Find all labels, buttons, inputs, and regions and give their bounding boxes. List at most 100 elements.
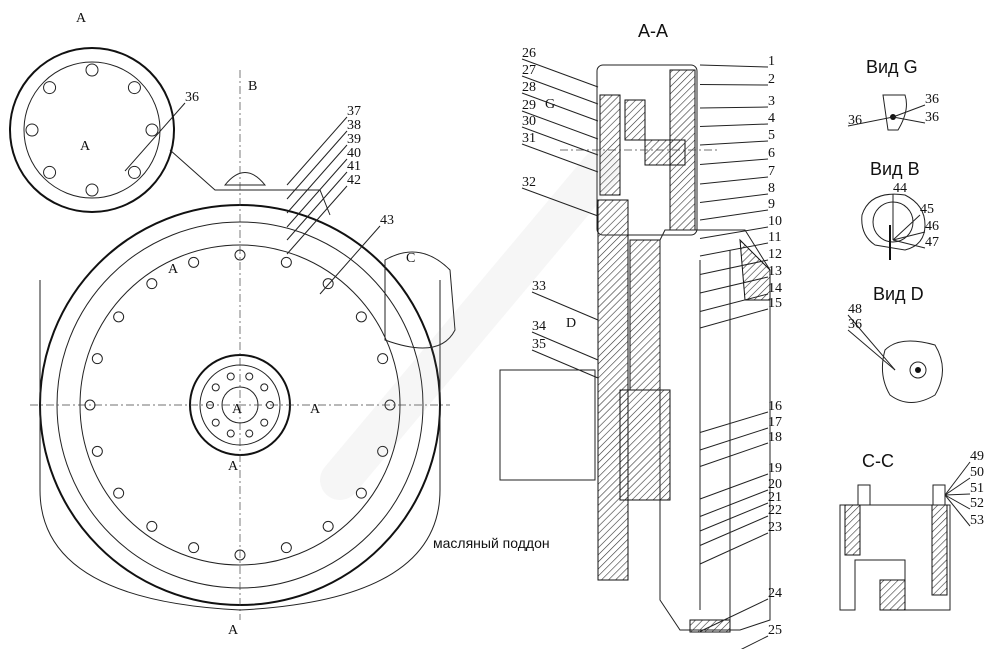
part-number-callout: 46 [925,219,939,234]
leader-line [521,126,599,156]
leader-line [699,242,769,257]
part-number-callout: 38 [347,118,361,133]
leader-line [892,214,921,241]
leader-line [892,231,926,241]
mark-a: A [168,262,179,277]
part-number-callout: 14 [768,281,782,296]
leader-line [944,493,971,496]
bolt-hole [211,383,220,392]
leader-line [699,502,769,532]
leader-line [944,477,971,496]
part-number-callout: 47 [925,235,939,250]
part-number-callout: 3 [768,94,775,109]
leader-line [699,158,769,165]
leader-line [699,193,769,203]
bolt-hole [280,256,292,268]
part-number-callout: 27 [522,63,536,78]
part-number-callout: 8 [768,181,775,196]
part-number-callout: 1 [768,54,775,69]
leader-line [319,225,381,295]
leader-line [699,293,769,312]
view-d-title: Вид D [873,284,924,304]
leader-line [521,58,599,88]
leader-line [286,130,348,200]
part-number-callout: 18 [768,430,782,445]
part-number-callout: 44 [893,181,907,196]
oil-pan-label: масляный поддон [433,535,550,551]
part-number-callout: 26 [522,46,536,61]
section-aa-title: A-A [638,21,668,41]
part-number-callout: 12 [768,247,782,262]
leader-line [699,123,769,127]
bolt-hole [377,445,389,457]
leader-line [892,104,926,118]
section-cc-drawing [839,484,951,611]
view-d-drawing [881,340,943,403]
leader-line [531,349,599,379]
part-number-callout: 22 [768,503,782,518]
bolt-hole [146,278,158,290]
part-number-callout: 33 [532,279,546,294]
bolt-hole [127,81,141,95]
leader-line [286,185,348,255]
bolt-hole [377,353,389,365]
leader-line [847,314,896,371]
bolt-hole [146,520,158,532]
part-number-callout: 42 [347,173,361,188]
mark-a: A [232,402,243,417]
part-number-callout: 4 [768,111,775,126]
part-number-callout: 37 [347,104,361,119]
leader-line [699,140,769,146]
part-number-callout: 53 [970,513,984,528]
mark-a: A [76,11,87,26]
leader-line [944,461,971,496]
part-number-callout: 7 [768,164,775,179]
mark-a: A [310,402,321,417]
section-aa-view [499,64,771,633]
leader-line [286,158,348,228]
bolt-hole [234,549,246,561]
part-number-callout: 30 [522,114,536,129]
leader-line [286,144,348,214]
bolt-hole [85,183,99,197]
part-number-callout: 40 [347,146,361,161]
leader-line [699,515,769,546]
mark-a: A [228,459,239,474]
part-number-callout: 48 [848,302,862,317]
part-number-callout: 6 [768,146,775,161]
leader-line [699,442,769,467]
leader-line [699,84,769,86]
leader-line [847,116,894,127]
bolt-hole [43,165,57,179]
part-number-callout: 19 [768,461,782,476]
bolt-hole [260,383,269,392]
section-cc-title: C-C [862,451,894,471]
bolt-hole [145,123,159,137]
bolt-hole [113,311,125,323]
part-number-callout: 45 [920,202,934,217]
bolt-hole [234,249,246,261]
part-number-callout: 16 [768,399,782,414]
bolt-hole [280,542,292,554]
view-b-title: Вид B [870,159,920,179]
bolt-hole [85,63,99,77]
leader-line [699,64,769,68]
part-number-callout: 29 [522,98,536,113]
leader-line [521,92,599,122]
bolt-hole [226,429,235,438]
leader-line [286,116,348,186]
part-number-callout: 52 [970,496,984,511]
bolt-hole [322,520,334,532]
leader-line [847,329,896,371]
part-number-callout: 36 [925,92,939,107]
mark-g: G [545,97,555,112]
part-number-callout: 15 [768,296,782,311]
leader-line [892,239,926,249]
part-number-callout: 28 [522,80,536,95]
part-number-callout: 2 [768,72,775,87]
part-number-callout: 21 [768,490,782,505]
part-number-callout: 23 [768,520,782,535]
leader-line [699,226,769,239]
watermark [320,150,620,500]
leader-line [699,489,769,517]
